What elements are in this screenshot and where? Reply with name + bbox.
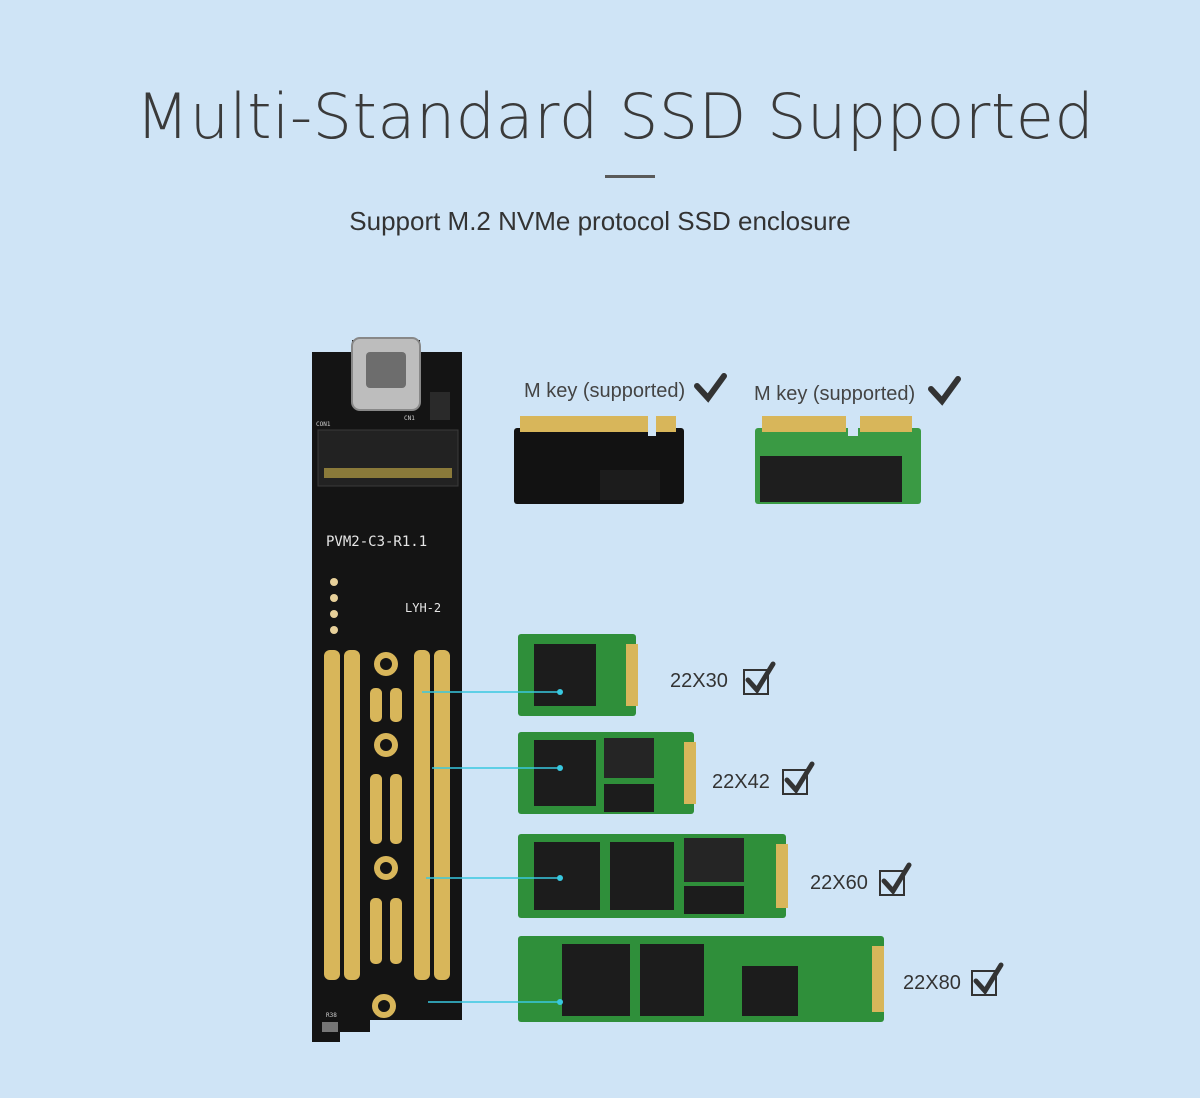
size-label-2280: 22X80: [903, 972, 961, 994]
title-divider: [605, 175, 655, 178]
size-label-2260: 22X60: [810, 872, 868, 894]
m-key-module-black: [514, 416, 684, 504]
checkbox-icon: [782, 761, 815, 795]
m-key-module-green: [755, 416, 921, 504]
check-icon: [928, 376, 961, 406]
checkbox-icon: [879, 862, 912, 896]
silk-cn1: CN1: [404, 415, 415, 422]
page-subtitle: Support M.2 NVMe protocol SSD enclosure: [349, 206, 851, 236]
silk-r38: R38: [326, 1012, 337, 1019]
size-label-2242: 22X42: [712, 771, 770, 793]
ssd-2230: [518, 634, 638, 716]
gold-pads: [324, 650, 450, 1018]
ssd-2280: [518, 936, 884, 1022]
enclosure-board: [312, 337, 462, 1042]
leader-lines: [422, 691, 560, 1003]
ssd-2242: [518, 732, 696, 814]
board-code-label: LYH-2: [405, 601, 441, 615]
board-model-label: PVM2-C3-R1.1: [326, 534, 427, 550]
ssd-2260: [518, 834, 788, 918]
checkbox-icon: [743, 661, 776, 695]
m-key-label: M key (supported): [524, 380, 686, 402]
page-title: Multi-Standard SSD Supported: [135, 80, 1095, 153]
m-key-label: M key (supported): [754, 383, 916, 405]
size-label-2230: 22X30: [670, 670, 728, 692]
check-icon: [694, 373, 727, 403]
silk-con1: CON1: [316, 421, 331, 428]
checkbox-icon: [971, 962, 1004, 996]
